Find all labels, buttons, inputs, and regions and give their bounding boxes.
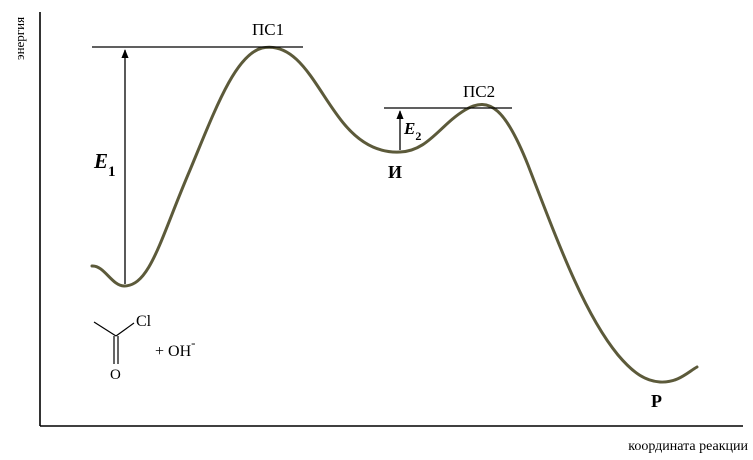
e1-subscript: 1 <box>108 164 116 180</box>
e2-subscript: 2 <box>415 129 421 143</box>
chlorine-atom-label: Cl <box>136 313 152 330</box>
c-cl-bond <box>115 322 135 337</box>
acetyl-chloride-structure: Cl O <box>93 313 152 383</box>
hydroxide-label: + OH- <box>155 335 195 360</box>
methyl-bond <box>93 321 117 337</box>
e1-letter: E <box>93 149 108 173</box>
y-axis-label: энергия <box>12 17 27 60</box>
intermediate-label: И <box>388 162 402 182</box>
oxygen-atom-label: O <box>110 367 121 383</box>
energy-curve <box>90 45 699 384</box>
product-label: P <box>651 391 662 411</box>
e2-letter: E <box>403 119 415 138</box>
e1-label: E1 <box>93 149 116 180</box>
ts2-label: ПС2 <box>463 82 495 101</box>
hydroxide-charge: - <box>191 335 195 350</box>
ts1-label: ПС1 <box>252 20 284 39</box>
e2-label: E2 <box>403 119 421 143</box>
plus-oh-text: + OH <box>155 343 192 360</box>
x-axis-label: координата реакции <box>628 439 748 454</box>
